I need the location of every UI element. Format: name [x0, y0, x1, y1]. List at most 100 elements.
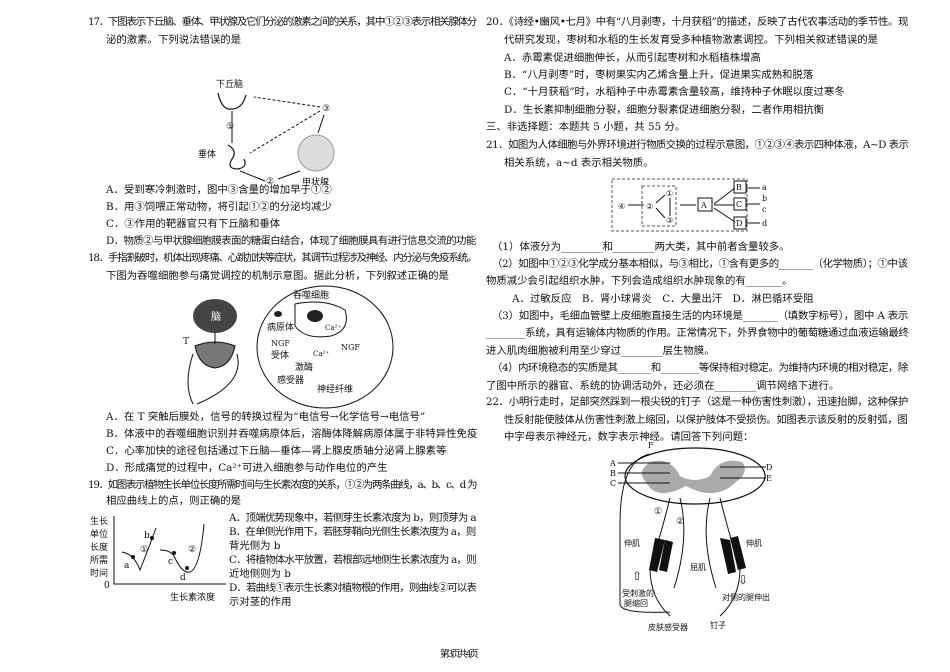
y-label-3: 长度 — [90, 541, 108, 553]
hypothalamus-shape — [217, 92, 247, 110]
magnified-circle — [256, 285, 394, 409]
point-a-label: a — [124, 561, 130, 571]
pathogen-label: 病原体 — [267, 321, 294, 333]
neuron-d-label: D — [766, 463, 772, 472]
system-a-box — [697, 197, 713, 212]
page-footer: 第 3 页 共 4 页 — [440, 649, 479, 660]
q20-stem-2: 代研究发现，枣树和水稻的生长发育受多种植物激素调控。下列相关叙述错误的是 — [504, 34, 879, 46]
hypothalamus-label: 下丘脑 — [216, 78, 243, 90]
label-lines — [618, 462, 766, 484]
q19-option-b-2: 背光侧为 b — [229, 540, 281, 552]
y-label-1: 生长 — [90, 515, 108, 527]
withdraw-label-1: 受刺激的 — [622, 588, 654, 598]
q17-stem-1: 17．下图表示下丘脑、垂体、甲状腺及它们分泌的激素之间的关系，其中①②③表示相关… — [88, 16, 477, 28]
q19-option-a: A．顶端优势现象中，若侧芽生长素浓度为 b，则顶芽为 a — [229, 512, 477, 524]
q21-part1: （1）体液分为________和________两大类，其中前者含量较多。 — [492, 241, 790, 253]
brain-shape — [193, 299, 237, 333]
nerve-1-label: ① — [654, 507, 662, 517]
q22-stem-2: 性反射能使肢体从伤害性刺激上缩回，以保护肢体不受损伤。如图表示该反射的反射弧，图 — [504, 414, 908, 426]
q21-stem-1: 21．如图为人体细胞与外界环境进行物质交换的过程示意图，①②③④表示四种体液，A… — [486, 139, 909, 151]
q22-stem-1: 22．小明行走时，足部突然踩到一根尖锐的钉子（这是一种伤害性刺激），迅速抬脚，这… — [486, 396, 908, 408]
q20-stem-1: 20．《诗经•豳风•七月》中有“八月剥枣，十月获稻”的描述，反映了古代农事活动的… — [486, 16, 909, 28]
inner-dashed-box — [641, 185, 677, 227]
pathogen-shape — [274, 311, 282, 317]
substance-d: d — [762, 219, 767, 228]
spinal-cord-shape — [194, 341, 236, 369]
nucleus-shape — [307, 310, 323, 322]
ca-label-1: Ca²⁺ — [325, 324, 341, 332]
kinase-label: 激酶 — [295, 361, 313, 373]
ngf-receptor-label-1: NGF — [271, 339, 290, 348]
q21-part3-3: 进入肌肉细胞被利用至少穿过________层生物膜。 — [486, 345, 715, 357]
fluid-3: ③ — [666, 216, 673, 225]
hormone-1-label: ① — [226, 122, 234, 132]
arrow-3 — [317, 114, 325, 134]
hormone-3-label: ③ — [322, 104, 330, 114]
arrow-2b — [277, 170, 301, 180]
nerve-fiber-label: 神经纤维 — [317, 383, 353, 395]
ngf-receptor-label-2: 受体 — [271, 349, 289, 361]
q18-option-b: B．体液中的吞噬细胞识别并吞噬病原体后，溶酶体降解病原体属于非特异性免疫 — [106, 428, 478, 440]
q17-option-a: A．受到寒冷刺激时，图中③含量的增加早于①② — [106, 184, 332, 196]
origin-label: 0 — [104, 581, 110, 591]
withdraw-label-2: 腿缩回 — [624, 598, 648, 608]
muscles — [649, 536, 746, 574]
fluid-2: ② — [646, 202, 653, 211]
neuron-c-label: C — [610, 479, 616, 488]
q21-part3-1: （3）如图中，毛细血管壁上皮细胞直接生活的内环境是_______（填数字标号），… — [492, 310, 909, 322]
axes — [113, 516, 226, 585]
system-d: D — [736, 219, 742, 228]
neuron-e-label: E — [766, 474, 772, 483]
feedback-arrow-pituitary — [249, 110, 321, 154]
q20-option-a: A．赤霉素促进细胞伸长，从而引起枣树和水稻植株增高 — [504, 52, 761, 64]
reflex-arc-figure: F A B C D E ① ② 伸肌 伸肌 屈肌 ⇧ 受刺激的 腿缩回 ⇩ 对侧… — [610, 441, 772, 632]
gray-matter — [641, 460, 745, 494]
q21-part4-1: （4）内环境稳态的实质是其_______和________等保持相对稳定。为维持… — [492, 362, 908, 374]
substance-a: a — [762, 183, 767, 192]
fluid-1: ① — [666, 189, 673, 198]
y-label-5: 时间 — [90, 567, 108, 579]
hormone-regulation-figure: 下丘脑 ① 垂体 ② 甲状腺 ③ — [198, 78, 335, 185]
q21-part2-options: A．过敏反应 B．肾小球肾炎 C．大量出汗 D．淋巴循环受阻 — [512, 293, 814, 305]
body-fluid-exchange-figure: ④ ② ① ③ A B C D a b c d — [611, 178, 767, 232]
brain-label: 脑 — [211, 310, 221, 323]
q19-stem-2: 相应曲线上的点，则正确的是 — [106, 495, 242, 507]
q19-option-d-2: 示对茎的作用 — [229, 596, 292, 608]
fluid-4: ④ — [618, 202, 625, 211]
extensor-right-label: 伸肌 — [746, 538, 762, 548]
point-b-label: b — [144, 531, 150, 541]
x-axis-label: 生长素浓度 — [170, 591, 215, 603]
substance-b: b — [762, 194, 767, 203]
curve-1-label: ① — [140, 545, 148, 555]
phagocyte-label: 吞噬细胞 — [293, 289, 329, 301]
substance-c: c — [762, 205, 767, 214]
y-label-2: 单位 — [90, 528, 108, 540]
q19-option-b-1: B．在单侧光作用下，若胚芽鞘向光侧生长素浓度为 a，则 — [229, 526, 476, 538]
q17-option-d: D．物质②与甲状腺细胞膜表面的糖蛋白结合，体现了细胞膜具有进行信息交流的功能 — [106, 235, 476, 247]
system-a: A — [700, 201, 707, 210]
q17-stem-2: 泌的激素。下列说法错误的是 — [106, 34, 242, 46]
q22-stem-3: 中字母表示神经元，数字表示神经。请回答下列问题： — [504, 431, 754, 443]
point-a — [131, 555, 135, 559]
point-d — [185, 566, 189, 570]
neuron-b-label: B — [610, 469, 616, 478]
q19-stem-1: 19．如图表示植物生长单位长度所需时间与生长素浓度的关系，①②为两条曲线，a、b… — [88, 479, 477, 491]
system-b-box — [733, 180, 747, 194]
neuron-f-label: F — [648, 441, 654, 450]
q17-option-b: B．用③饲喂正常动物，将引起①②的分泌均减少 — [106, 201, 332, 213]
q18-option-a: A．在 T 突触后膜处，信号的转换过程为“电信号→化学信号→电信号” — [106, 411, 426, 423]
q20-option-b: B．“八月剥枣”时，枣树果实内乙烯含量上升，促进果实成熟和脱落 — [504, 69, 814, 81]
pain-regulation-figure: 脑 T 吞噬细胞 病原体 Ca²⁺ NGF NGF 受体 Ca²⁺ 激酶 感受器… — [183, 285, 394, 409]
receptor-label: 感受器 — [277, 374, 304, 386]
flexor-label: 屈肌 — [690, 563, 706, 572]
auxin-graph: 生长 单位 长度 所需 时间 0 a b c d ① ② 生长素浓度 — [90, 515, 226, 603]
outer-dashed-box — [611, 178, 748, 232]
extensor-left-label: 伸肌 — [624, 538, 640, 548]
q18-option-d: D．形成痛觉的过程中，Ca²⁺可进入细胞参与动作电位的产生 — [106, 462, 388, 474]
q19-option-c-2: 近地侧则为 b — [229, 568, 291, 580]
point-d-label: d — [180, 573, 186, 583]
system-c: C — [736, 200, 742, 209]
phagocyte-shape — [294, 301, 347, 338]
point-c — [172, 551, 176, 555]
